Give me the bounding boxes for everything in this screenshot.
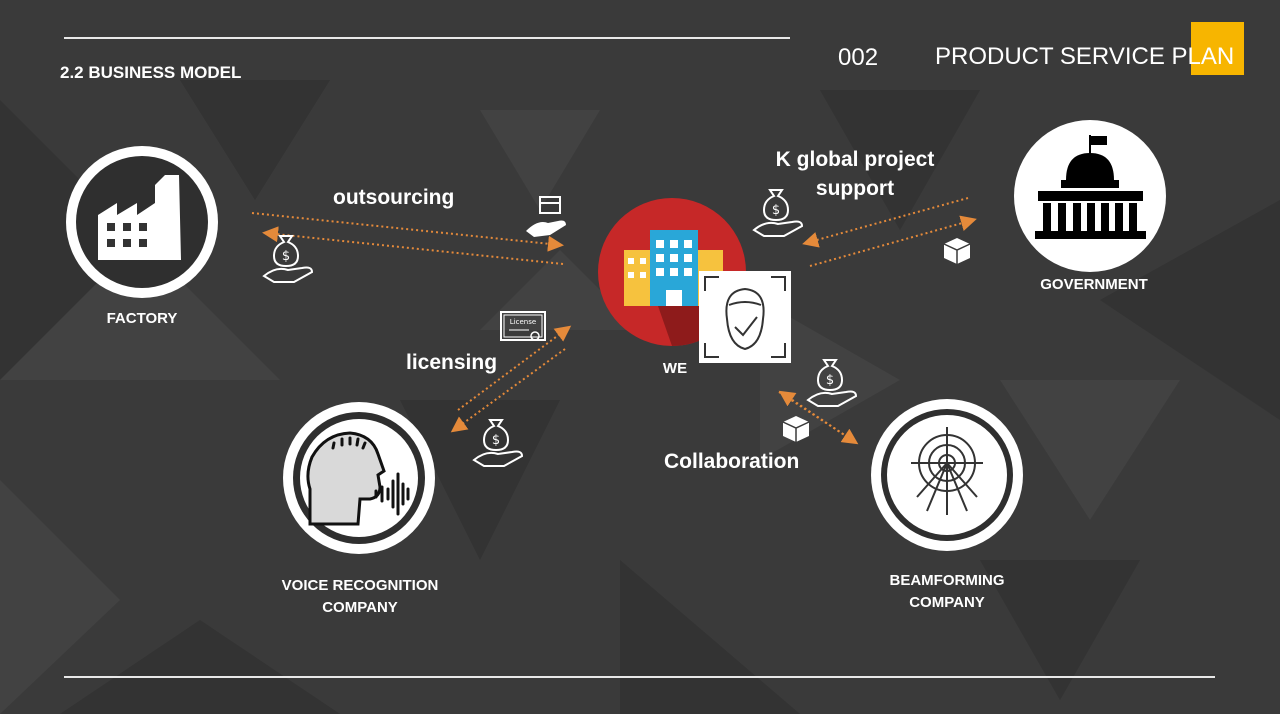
license-certificate-icon: License bbox=[500, 311, 546, 341]
face-verification-card bbox=[699, 271, 791, 363]
factory-label: FACTORY bbox=[106, 310, 178, 327]
page-title: PRODUCT SERVICE PLAN bbox=[935, 43, 1235, 70]
licensing-label: licensing bbox=[406, 351, 498, 374]
government-label: GOVERNMENT bbox=[1040, 276, 1148, 293]
voice-head-icon bbox=[306, 431, 410, 526]
top-rule bbox=[64, 37, 790, 39]
svg-text:$: $ bbox=[772, 203, 780, 218]
svg-text:$: $ bbox=[282, 249, 290, 264]
money-bag-hand-icon-factory: $ bbox=[262, 235, 314, 283]
svg-text:$: $ bbox=[826, 373, 834, 388]
face-verification-icon bbox=[704, 276, 786, 358]
svg-text:License: License bbox=[510, 318, 536, 326]
box-icon-beam bbox=[782, 416, 810, 442]
factory-icon bbox=[98, 175, 181, 260]
svg-text:$: $ bbox=[492, 433, 500, 448]
outsourcing-label: outsourcing bbox=[333, 186, 455, 209]
arrow-beam-to-we bbox=[778, 390, 853, 441]
arrow-we-to-gov bbox=[809, 215, 977, 267]
section-number: 002 bbox=[838, 44, 879, 71]
we-label: WE bbox=[662, 360, 688, 377]
government-building-icon bbox=[1035, 135, 1146, 239]
box-in-hand-icon bbox=[526, 196, 566, 237]
bottom-rule bbox=[64, 676, 1215, 678]
beamforming-target-icon bbox=[911, 427, 983, 515]
arrow-gov-to-we bbox=[802, 197, 969, 248]
voice-recognition-label: VOICE RECOGNITION COMPANY bbox=[281, 577, 439, 616]
section-subtitle: 2.2 BUSINESS MODEL bbox=[60, 63, 242, 82]
box-icon-gov bbox=[943, 238, 971, 264]
accent-square bbox=[1191, 22, 1244, 75]
money-bag-hand-icon-voice: $ bbox=[472, 419, 524, 467]
collaboration-label: Collaboration bbox=[664, 450, 800, 473]
k-global-support-label: K global project support bbox=[775, 148, 935, 200]
beamforming-label: BEAMFORMING COMPANY bbox=[889, 572, 1005, 611]
money-bag-hand-icon-gov: $ bbox=[752, 189, 804, 237]
money-bag-hand-icon-beam: $ bbox=[806, 359, 858, 407]
arrow-factory-to-we bbox=[251, 212, 564, 252]
